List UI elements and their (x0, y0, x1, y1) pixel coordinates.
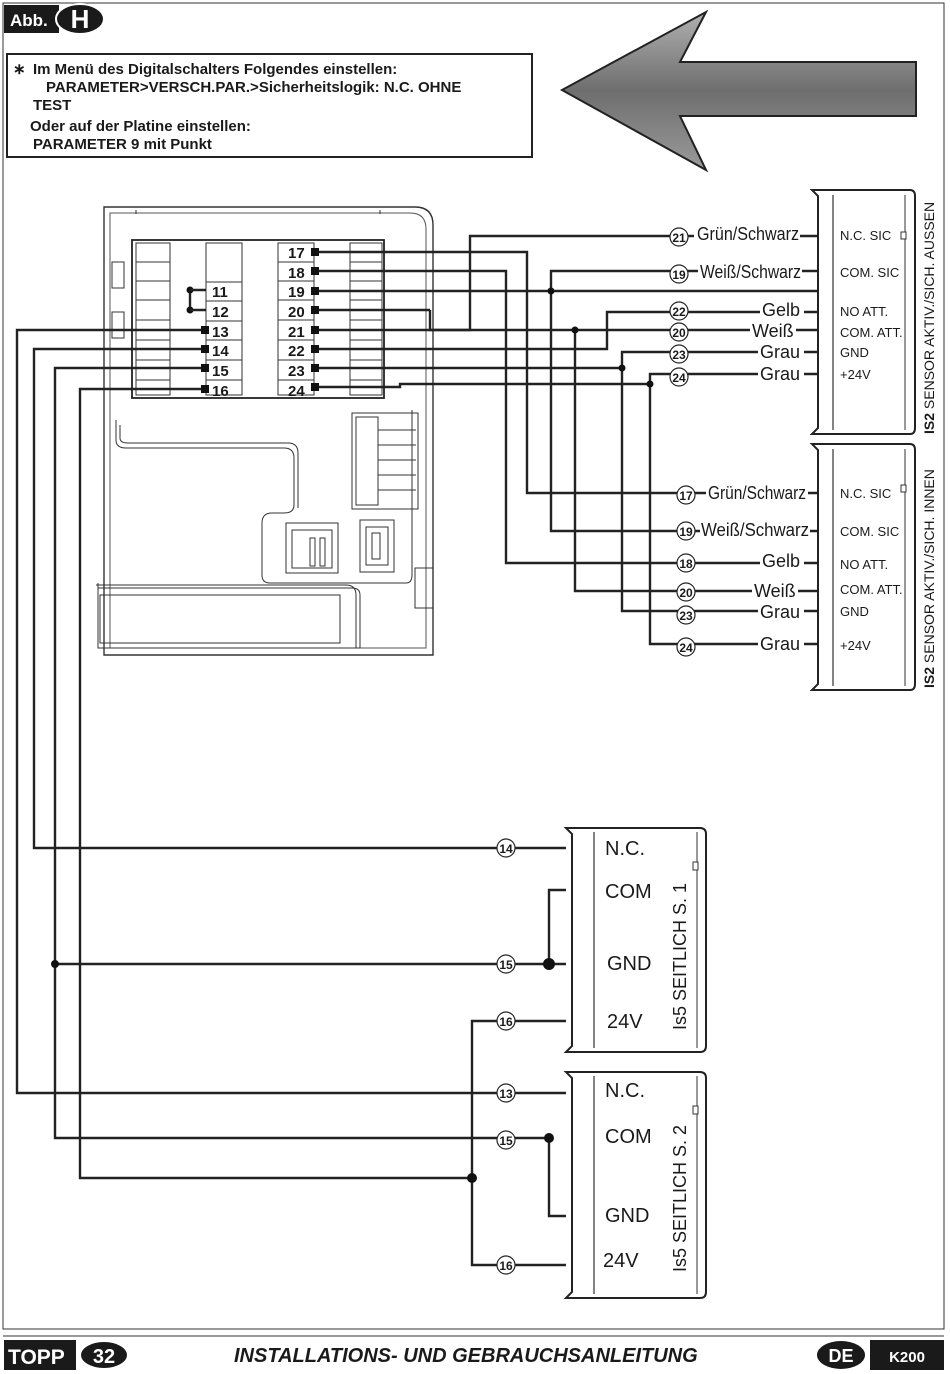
side2-title: Is5 SEITLICH S. 2 (670, 1125, 690, 1272)
side1-pin-nc: N.C. (605, 838, 645, 860)
inner-wire-labels: 17 Grün/Schwarz 19 Weiß/Schwarz 18 Gelb … (676, 481, 810, 657)
side1-pin-24v: 24V (607, 1011, 643, 1033)
inner-wire-num-6: 24 (679, 641, 693, 655)
outer-wire-num-2: 19 (672, 268, 686, 282)
side1-pin-gnd: GND (607, 953, 651, 975)
footer-title: INSTALLATIONS- UND GEBRAUCHSANLEITUNG (234, 1345, 698, 1367)
side1-wire-num-1: 14 (499, 842, 513, 856)
left-terminals: 11 12 13 14 15 16 (212, 284, 229, 400)
arrow-left-icon (559, 9, 917, 173)
side-sensor-2: N.C. COM GND 24V Is5 SEITLICH S. 2 (563, 1071, 707, 1299)
figure-label: Abb. H (4, 3, 105, 35)
terminal-13: 13 (212, 324, 229, 341)
terminal-22: 22 (288, 343, 305, 360)
side1-wire-labels: 14 15 16 (496, 838, 516, 1031)
inner-pin-com-sic: COM. SIC (840, 524, 899, 539)
footer-model: K200 (889, 1349, 925, 1366)
footer-page-number: 32 (93, 1346, 115, 1368)
terminal-15: 15 (212, 363, 229, 380)
sensor-inner: N.C. SIC COM. SIC NO ATT. COM. ATT. GND … (809, 443, 937, 691)
outer-wire-num-3: 22 (672, 305, 686, 319)
outer-pin-24v: +24V (840, 367, 871, 382)
inner-wire-color-6: Grau (760, 634, 800, 654)
inner-pin-no-att: NO ATT. (840, 557, 888, 572)
side2-pin-nc: N.C. (605, 1080, 645, 1102)
terminal-17: 17 (288, 245, 305, 262)
terminal-19: 19 (288, 284, 305, 301)
instructions-box: ∗ Im Menü des Digitalschalters Folgendes… (6, 53, 533, 158)
instruction-line-5: PARAMETER 9 mit Punkt (33, 136, 212, 153)
sensor-outer-title: IS2 SENSOR AKTIV./SICH. AUSSEN (921, 202, 937, 434)
instruction-line-3: TEST (33, 97, 71, 114)
inner-pin-gnd: GND (840, 604, 869, 619)
terminal-18: 18 (288, 265, 305, 282)
side2-pin-gnd: GND (605, 1205, 649, 1227)
terminal-23: 23 (288, 363, 305, 380)
inner-pin-nc-sic: N.C. SIC (840, 486, 891, 501)
outer-wire-color-2: Weiß/Schwarz (700, 262, 801, 282)
inner-wire-num-4: 20 (679, 586, 693, 600)
control-board (96, 206, 434, 656)
side1-title: Is5 SEITLICH S. 1 (670, 883, 690, 1030)
right-terminals: 17 18 19 20 21 22 23 24 (288, 245, 305, 400)
inner-wire-num-2: 19 (679, 525, 693, 539)
page-frame (2, 2, 945, 1330)
outer-wire-num-4: 20 (672, 326, 686, 340)
inner-wire-color-3: Gelb (762, 551, 800, 571)
outer-wire-labels: 21 Grün/Schwarz 19 Weiß/Schwarz 22 Gelb … (669, 222, 804, 387)
terminal-12: 12 (212, 304, 229, 321)
side2-pin-24v: 24V (603, 1250, 639, 1272)
inner-pin-com-att: COM. ATT. (840, 582, 903, 597)
sensor-inner-title: IS2 SENSOR AKTIV./SICH. INNEN (921, 469, 937, 688)
instruction-line-1: Im Menü des Digitalschalters Folgendes e… (33, 61, 397, 78)
figure-letter: H (71, 4, 90, 34)
inner-pin-24v: +24V (840, 638, 871, 653)
figure-label-text: Abb. (10, 11, 48, 30)
inner-wire-color-1: Grün/Schwarz (708, 483, 806, 503)
outer-wire-color-1: Grün/Schwarz (697, 224, 799, 244)
terminal-dots (51, 248, 654, 1183)
side2-wire-labels: 13 15 16 (496, 1083, 516, 1275)
terminal-21: 21 (288, 324, 305, 341)
instruction-line-2: PARAMETER>VERSCH.PAR.>Sicherheitslogik: … (46, 79, 461, 96)
footer: TOPP 32 INSTALLATIONS- UND GEBRAUCHSANLE… (3, 1335, 944, 1370)
side-sensor-1: N.C. COM GND 24V Is5 SEITLICH S. 1 (563, 827, 707, 1053)
sensor-outer: N.C. SIC COM. SIC NO ATT. COM. ATT. GND … (809, 189, 937, 435)
instruction-line-4: Oder auf der Platine einstellen: (30, 118, 251, 135)
side1-wire-num-2: 15 (499, 958, 513, 972)
outer-pin-nc-sic: N.C. SIC (840, 228, 891, 243)
terminal-24: 24 (288, 383, 305, 400)
inner-wire-color-5: Grau (760, 602, 800, 622)
outer-pin-com-sic: COM. SIC (840, 265, 899, 280)
side2-wire-num-2: 15 (499, 1134, 513, 1148)
outer-pin-gnd: GND (840, 345, 869, 360)
instruction-star: ∗ (13, 61, 26, 78)
side2-wire-num-1: 13 (499, 1087, 513, 1101)
side2-wire-num-3: 16 (499, 1259, 513, 1273)
outer-wire-num-5: 23 (672, 348, 686, 362)
outer-pin-no-att: NO ATT. (840, 304, 888, 319)
inner-wire-color-4: Weiß (754, 581, 796, 601)
side2-pin-com: COM (605, 1126, 652, 1148)
side1-wire-num-3: 16 (499, 1015, 513, 1029)
outer-wire-num-1: 21 (672, 231, 686, 245)
outer-wire-num-6: 24 (672, 371, 686, 385)
terminal-11: 11 (212, 284, 228, 301)
terminal-20: 20 (288, 304, 305, 321)
side1-pin-com: COM (605, 881, 652, 903)
outer-wire-color-3: Gelb (762, 300, 800, 320)
inner-wire-num-1: 17 (679, 489, 693, 503)
outer-pin-com-att: COM. ATT. (840, 325, 903, 340)
inner-wire-num-3: 18 (679, 557, 693, 571)
terminal-16: 16 (212, 383, 229, 400)
footer-brand: TOPP (8, 1346, 65, 1369)
footer-lang-badge: DE (828, 1346, 853, 1366)
terminal-14: 14 (212, 343, 229, 360)
outer-wire-color-6: Grau (760, 364, 800, 384)
inner-wire-color-2: Weiß/Schwarz (701, 520, 809, 540)
outer-wire-color-5: Grau (760, 342, 800, 362)
outer-wire-color-4: Weiß (752, 321, 794, 341)
inner-wire-num-5: 23 (679, 609, 693, 623)
